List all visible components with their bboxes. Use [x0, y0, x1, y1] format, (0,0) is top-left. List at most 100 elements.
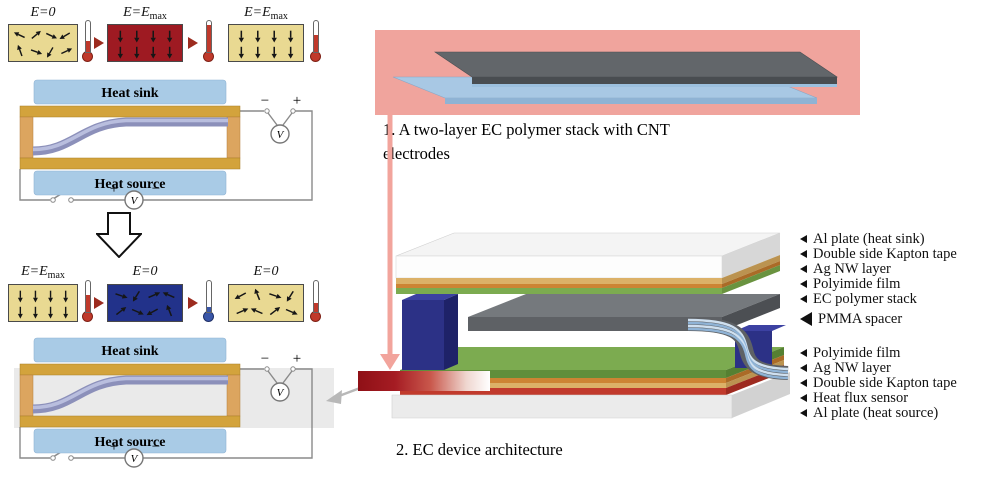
dipole-arrows-icon	[117, 30, 173, 59]
transition-arrow-icon	[94, 37, 104, 49]
meter-lead	[282, 370, 293, 384]
right-spacer	[226, 116, 241, 159]
plus-sign: +	[293, 93, 301, 109]
stack-curve-stripe	[687, 327, 789, 380]
state-label: E=Emax	[123, 5, 167, 22]
step-arrow-head	[380, 354, 400, 370]
dipole-arrows-icon	[17, 290, 69, 319]
top-electrode	[19, 363, 241, 376]
meter-lead	[267, 370, 278, 384]
leader-arrow-icon	[800, 364, 807, 372]
plus-sign: +	[110, 439, 118, 455]
meter-lead	[267, 112, 278, 126]
kapton-tape-top-side	[722, 255, 780, 284]
two-layer-stack-render	[392, 51, 838, 104]
heat-sink-plate	[33, 79, 227, 105]
ag-nw-layer-top-side	[722, 261, 780, 288]
ec-device-schematic-top: Heat sink Heat source − + V + V −	[19, 79, 313, 210]
polyimide-film-bottom-topface	[400, 347, 784, 370]
terminal	[264, 108, 270, 114]
wire	[143, 368, 313, 459]
thin-electrode-stripe	[472, 84, 837, 87]
arrow-shape	[96, 212, 142, 258]
left-spacer	[19, 116, 34, 159]
ec-polymer-stack-highlight	[32, 118, 228, 152]
leader-arrow-icon	[800, 250, 807, 258]
leader-arrow-icon	[800, 379, 807, 387]
voltmeter	[124, 190, 144, 210]
leader-arrow-icon	[800, 409, 807, 417]
dipole-box-random	[107, 284, 183, 322]
dipole-box-aligned	[228, 24, 304, 62]
leader-arrow-icon	[800, 349, 807, 357]
transition-arrow-icon	[94, 297, 104, 309]
polyimide-film-top	[396, 288, 722, 294]
switch-terminal	[68, 197, 74, 203]
layer-label-row: Heat flux sensor	[800, 390, 908, 406]
layer-label-text: Double side Kapton tape	[813, 374, 957, 391]
bottom-electrode	[19, 415, 241, 428]
dipole-arrows-icon	[115, 290, 175, 317]
layer-label-row: Ag NW layer	[800, 261, 891, 277]
step-arrow-icon	[380, 112, 400, 370]
thermometer-icon	[82, 20, 93, 64]
layer-label-row: EC polymer stack	[800, 291, 917, 307]
voltmeter	[124, 448, 144, 468]
pmma-spacer-left-front	[402, 300, 444, 370]
pmma-spacer-left-top	[402, 294, 458, 300]
link-arrow-head	[326, 390, 342, 404]
voltmeter	[270, 382, 290, 402]
al-plate-heat-sink-top	[395, 232, 781, 257]
kapton-tape-bottom	[400, 383, 726, 388]
wire	[19, 169, 50, 201]
pmma-spacer-right-top	[735, 325, 786, 331]
polymer-stack-panel	[375, 30, 860, 115]
ag-nw-layer-top	[396, 284, 722, 288]
dipole-arrows-icon	[234, 288, 298, 316]
thermometer-icon	[82, 280, 93, 324]
meter-lead	[282, 112, 293, 126]
left-spacer	[19, 374, 34, 417]
big-down-arrow-icon	[96, 212, 142, 258]
layer-label-row: Polyimide film	[800, 345, 900, 361]
heat-sink-label: Heat sink	[101, 86, 158, 101]
layer-label-text: Polyimide film	[813, 275, 901, 292]
voltmeter	[270, 124, 290, 144]
ec-polymer-stack-highlight	[32, 376, 228, 410]
leader-arrow-icon	[800, 295, 807, 303]
al-plate-heat-source-side	[732, 372, 790, 418]
dipole-box-random	[8, 24, 78, 62]
wire	[143, 110, 313, 201]
wire	[19, 427, 50, 459]
layer-label-text: Al plate (heat source)	[813, 404, 939, 421]
layer-label-text: Ag NW layer	[813, 359, 891, 376]
cnt-bottom-layer-edge	[445, 98, 817, 104]
layer-label-row: PMMA spacer	[800, 311, 902, 327]
layer-label-row: Polyimide film	[800, 276, 900, 292]
al-plate-heat-source-front	[391, 394, 733, 419]
voltmeter-label: V	[277, 387, 285, 399]
layer-label-row: Double side Kapton tape	[800, 375, 957, 391]
ec-device-3d-render	[391, 232, 790, 419]
switch-terminal	[50, 197, 56, 203]
dipole-box-aligned	[107, 24, 183, 62]
dipole-arrows-icon	[238, 30, 294, 59]
heat-source-label: Heat source	[95, 435, 166, 450]
minus-sign: −	[152, 181, 160, 197]
thermometer-icon	[310, 280, 321, 324]
ec-polymer-stack-topface	[468, 294, 780, 317]
step1-caption: 1. A two-layer EC polymer stack with CNT…	[383, 120, 670, 163]
leader-arrow-icon	[800, 265, 807, 273]
layer-label-text: Double side Kapton tape	[813, 245, 957, 262]
heat-flux-sensor	[400, 388, 726, 395]
heat-source-label: Heat source	[95, 177, 166, 192]
heat-sink-label: Heat sink	[101, 344, 158, 359]
ec-polymer-top-layer-edge	[472, 77, 837, 84]
plus-sign: +	[293, 351, 301, 367]
state-label: E=0	[253, 264, 279, 279]
state-label: E=0	[30, 5, 56, 20]
dipole-box-aligned	[8, 284, 78, 322]
plus-sign: +	[110, 181, 118, 197]
dipole-arrows-icon	[13, 30, 73, 58]
